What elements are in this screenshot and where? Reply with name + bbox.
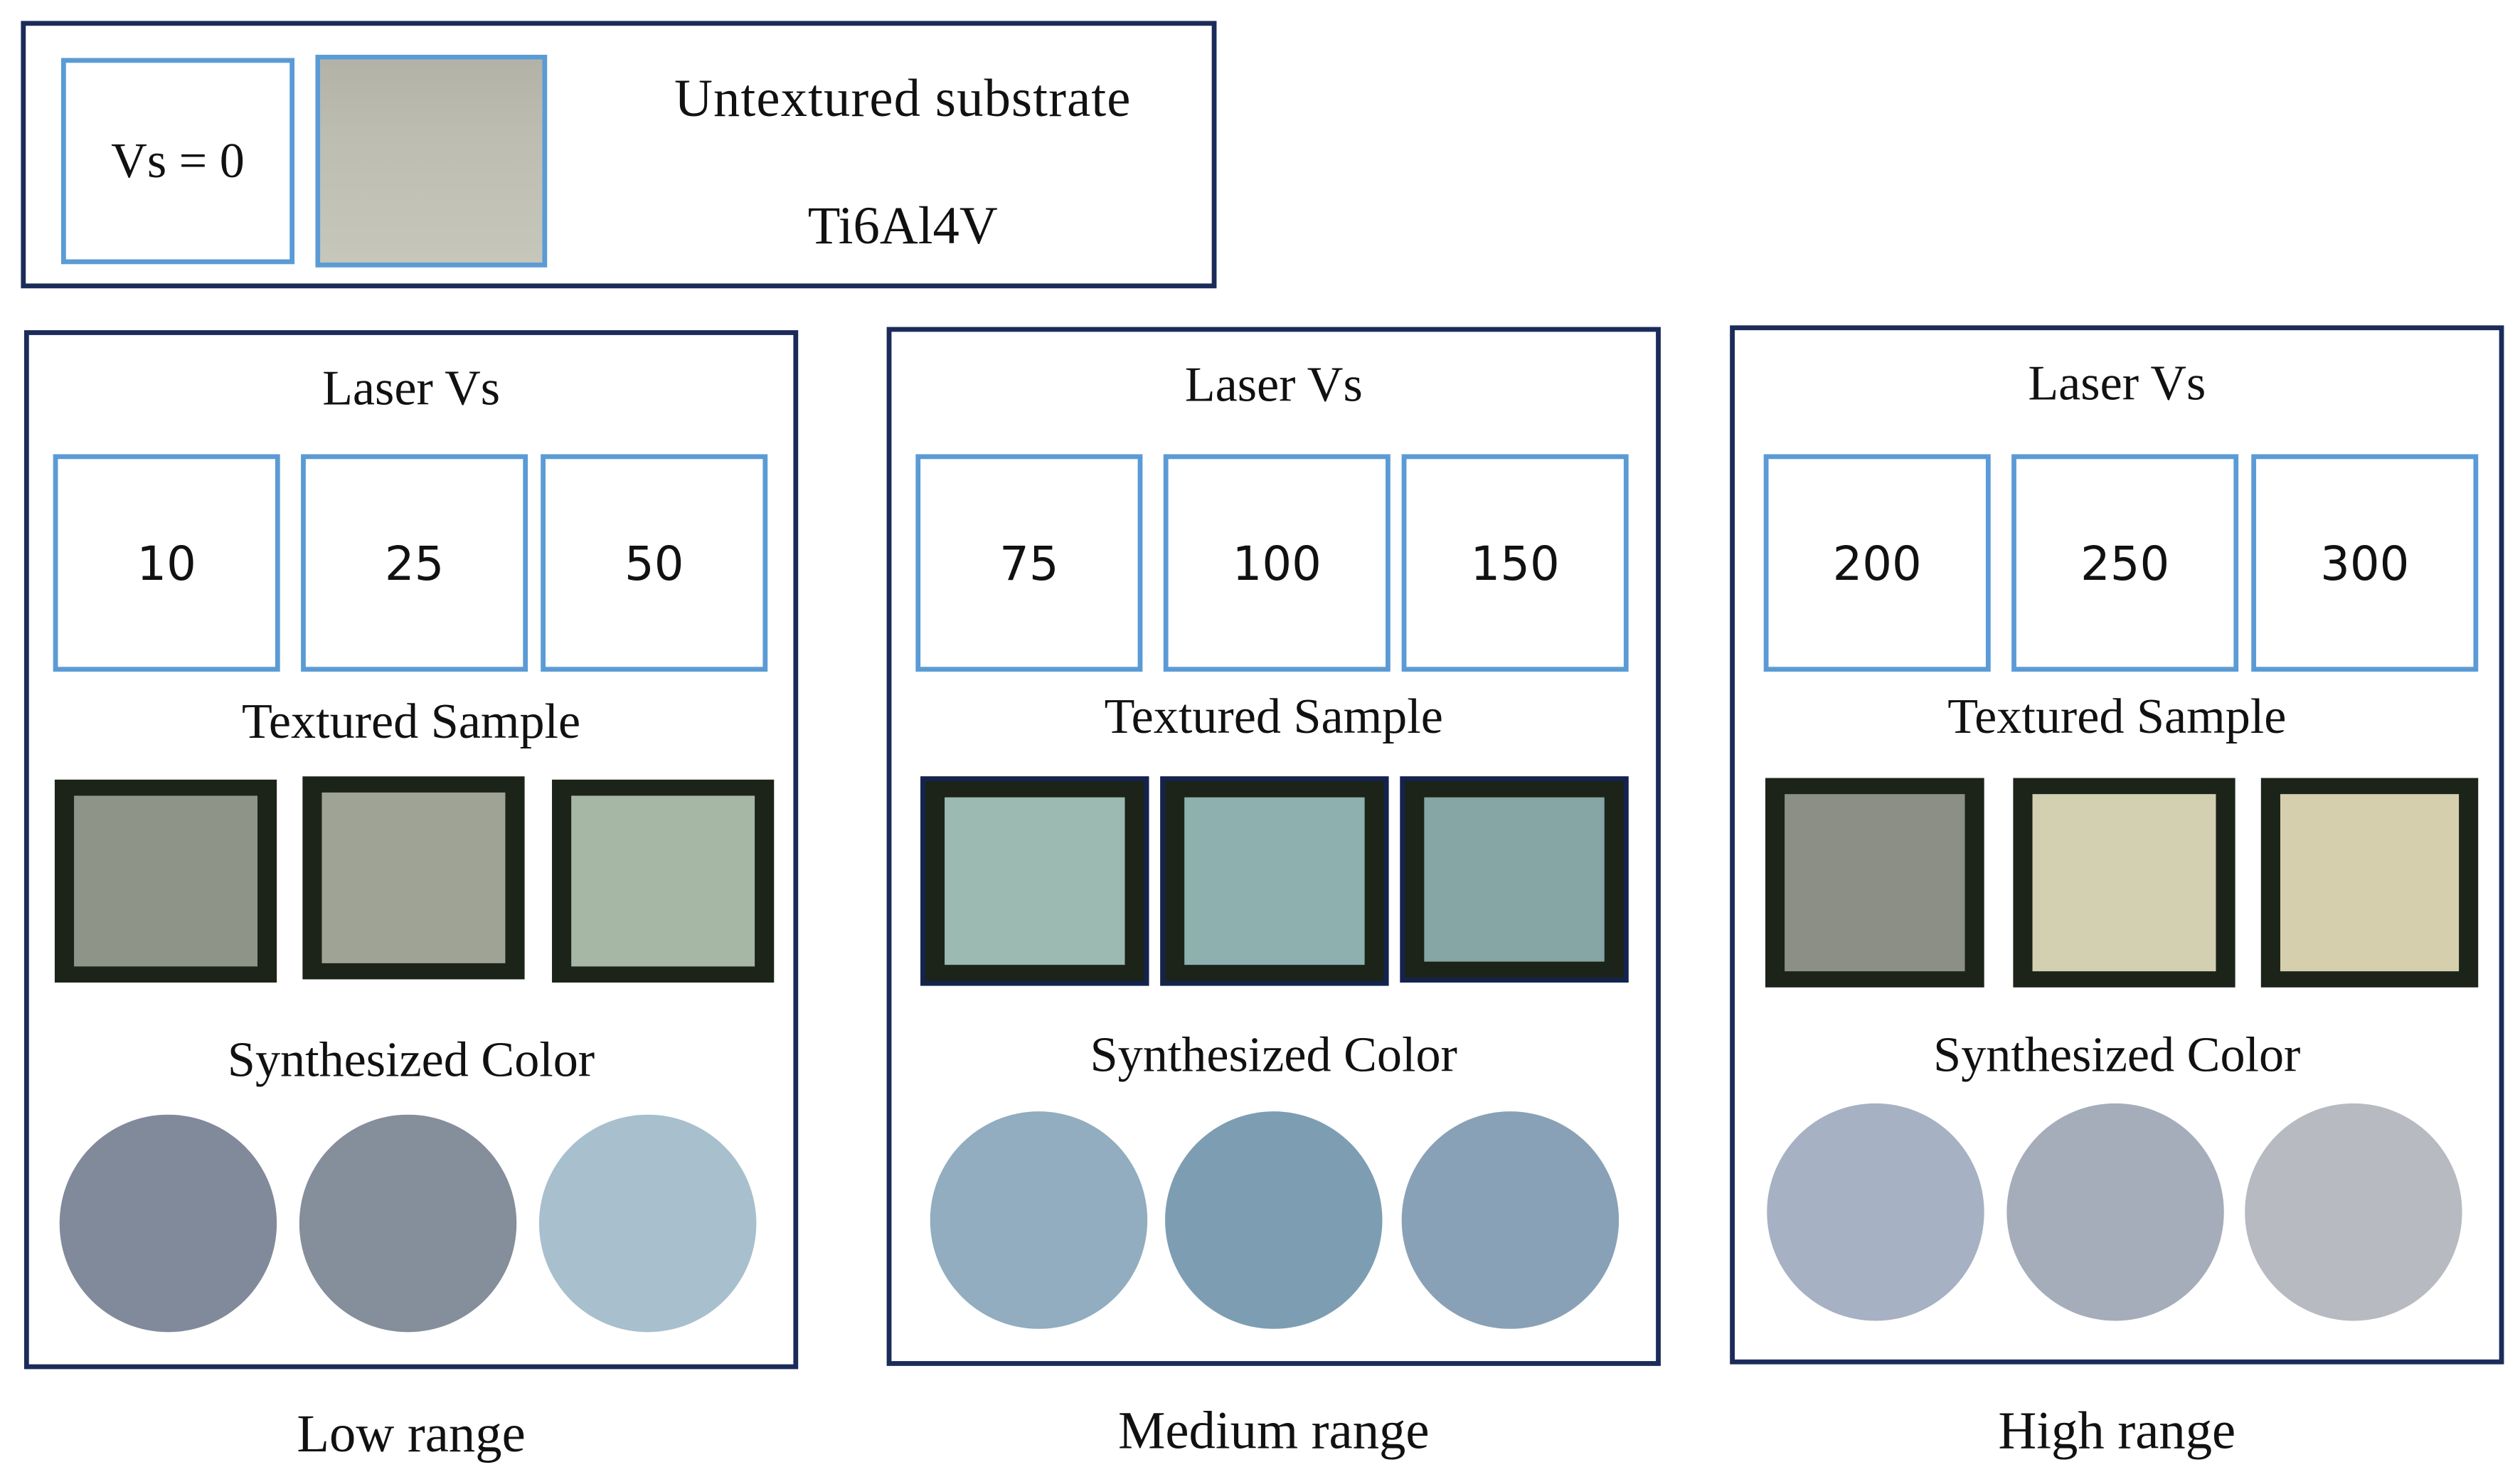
- laser-vs-heading: Laser Vs: [1184, 356, 1363, 413]
- vs-value-box: 150: [1401, 454, 1629, 672]
- panel-medium-range: Laser Vs 75 100 150 Textured Sample Synt…: [886, 327, 1661, 1366]
- untextured-panel: Vs = 0 Untextured substrate Ti6Al4V: [21, 21, 1217, 289]
- textured-sample-heading: Textured Sample: [1104, 687, 1443, 744]
- sample-plate: [1424, 797, 1605, 962]
- sample-plate: [2032, 794, 2216, 972]
- textured-sample-image: [2013, 778, 2235, 988]
- laser-vs-heading: Laser Vs: [2028, 354, 2206, 411]
- synthesized-color-heading: Synthesized Color: [227, 1030, 595, 1088]
- synthesized-color-heading: Synthesized Color: [1090, 1026, 1457, 1083]
- sample-plate: [1184, 797, 1365, 965]
- vs-value-box: 300: [2251, 454, 2479, 672]
- synthesized-color-swatch: [538, 1114, 757, 1333]
- textured-sample-image: [1160, 776, 1389, 986]
- untextured-title: Untextured substrate: [674, 70, 1132, 129]
- synthesized-color-swatch: [1767, 1103, 1984, 1321]
- textured-sample-image: [1400, 776, 1629, 983]
- vs-value-box: 100: [1163, 454, 1391, 672]
- medium-range-label: Medium range: [1118, 1402, 1430, 1461]
- synthesized-color-swatch: [2006, 1103, 2224, 1321]
- vs-value-box: 200: [1763, 454, 1991, 672]
- panel-high-range: Laser Vs 200 250 300 Textured Sample Syn…: [1730, 325, 2504, 1365]
- vs-value-box: 50: [541, 454, 768, 672]
- sample-plate: [74, 795, 257, 967]
- sample-plate: [945, 797, 1125, 965]
- synthesized-color-swatch: [2245, 1103, 2462, 1321]
- synthesized-color-swatch: [59, 1114, 277, 1333]
- synthesized-color-heading: Synthesized Color: [1933, 1026, 2301, 1083]
- vs-value-box: 250: [2011, 454, 2239, 672]
- textured-sample-heading: Textured Sample: [1947, 687, 2287, 744]
- textured-sample-image: [2260, 778, 2479, 988]
- low-range-label: Low range: [297, 1406, 526, 1464]
- high-range-label: High range: [1998, 1402, 2236, 1461]
- vs-value-box: 75: [915, 454, 1143, 672]
- vs-value-box: 25: [301, 454, 528, 672]
- textured-sample-image: [302, 776, 525, 980]
- sample-plate: [1785, 794, 1965, 972]
- vs-zero-box: Vs = 0: [60, 58, 295, 265]
- textured-sample-image: [1765, 778, 1984, 988]
- synthesized-color-swatch: [930, 1111, 1148, 1329]
- sample-plate: [571, 795, 755, 967]
- synthesized-color-swatch: [1165, 1111, 1383, 1329]
- textured-sample-image: [54, 779, 277, 983]
- synthesized-color-swatch: [299, 1114, 517, 1333]
- textured-sample-image: [552, 779, 775, 983]
- vs-value-box: 10: [53, 454, 280, 672]
- sample-plate: [2280, 794, 2460, 972]
- material-label: Ti6Al4V: [807, 198, 998, 256]
- laser-vs-heading: Laser Vs: [322, 359, 501, 416]
- sample-plate: [321, 792, 506, 963]
- textured-sample-image: [920, 776, 1149, 986]
- panel-low-range: Laser Vs 10 25 50 Textured Sample Synthe…: [23, 330, 799, 1370]
- textured-sample-heading: Textured Sample: [241, 692, 581, 749]
- untextured-sample-image: [315, 54, 548, 268]
- synthesized-color-swatch: [1401, 1111, 1620, 1329]
